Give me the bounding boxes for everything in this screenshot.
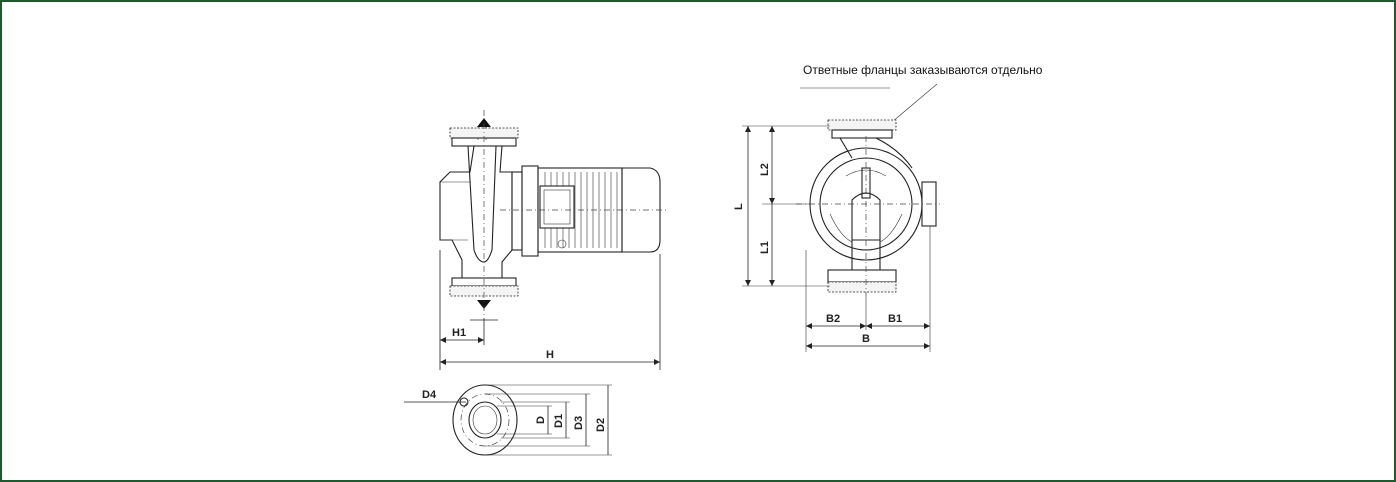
dim-label-d2: D2 (595, 418, 607, 432)
flow-arrow-bottom (477, 300, 491, 309)
front-view: Ответные фланцы заказываются отдельно L (733, 63, 1043, 352)
dim-label-b: B (862, 333, 870, 345)
dim-label-b1: B1 (888, 313, 902, 325)
flow-arrow-top (477, 118, 491, 127)
note-counter-flanges: Ответные фланцы заказываются отдельно (803, 63, 1043, 77)
dim-label-l: L (733, 203, 745, 210)
counter-flange-top (827, 119, 897, 131)
dim-label-d3: D3 (573, 416, 585, 430)
dim-label-d1: D1 (553, 414, 565, 428)
dim-label-h1: H1 (452, 327, 466, 339)
counter-flange-bottom (827, 281, 897, 293)
dim-label-l1: L1 (759, 241, 771, 254)
dim-label-d: D (535, 416, 547, 424)
dim-label-d4: D4 (422, 389, 437, 401)
dim-label-b2: B2 (826, 313, 840, 325)
dim-label-l2: L2 (759, 163, 771, 176)
dim-label-h: H (546, 349, 554, 361)
flange-view: D4 D D1 D3 D2 (404, 384, 612, 456)
fan-cover (621, 167, 661, 253)
side-view: H1 H (439, 110, 668, 370)
